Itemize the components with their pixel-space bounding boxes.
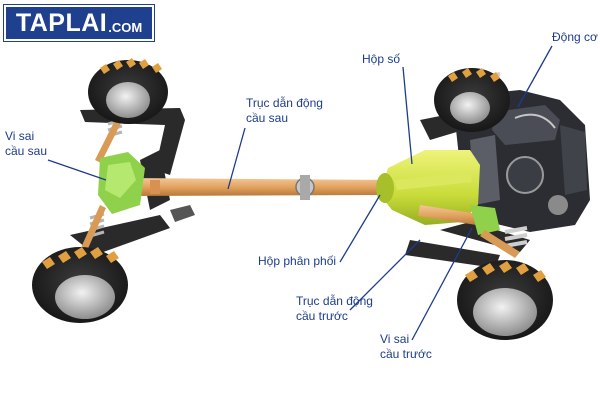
label-rear-differential: Vi sai cầu sau — [5, 129, 47, 159]
rear-left-wheel — [88, 58, 168, 124]
leader-gearbox — [402, 66, 413, 165]
rear-differential — [98, 152, 145, 214]
logo-suffix: .COM — [108, 20, 143, 35]
label-front-differential-line2: cầu trước — [380, 347, 432, 361]
leader-rear-differential — [47, 159, 107, 181]
label-front-driveshaft-line1: Trục dẫn động — [296, 294, 373, 308]
leader-lines — [47, 45, 553, 341]
front-right-wheel — [457, 260, 553, 340]
label-transfer-case: Hộp phân phối — [258, 254, 337, 268]
label-front-differential-line1: Vi sai — [380, 332, 410, 346]
site-logo[interactable]: TAPLAI .COM — [4, 5, 154, 41]
rear-driveshaft — [120, 175, 392, 200]
label-rear-driveshaft-line2: cầu sau — [246, 111, 289, 125]
leader-rear-driveshaft — [227, 127, 246, 190]
leader-transfer-case — [339, 194, 381, 263]
rear-right-wheel — [32, 247, 128, 323]
label-rear-differential-line2: cầu sau — [5, 144, 48, 158]
label-rear-differential-line1: Vi sai — [5, 129, 35, 143]
front-left-wheel — [434, 68, 510, 132]
front-driveshaft — [418, 205, 520, 258]
chassis-frame — [70, 108, 530, 268]
label-front-differential: Vi sai cầu trước — [380, 332, 432, 362]
leader-engine — [517, 45, 553, 108]
leader-front-differential — [411, 227, 473, 341]
label-engine: Động cơ — [552, 30, 598, 44]
leader-front-driveshaft — [349, 239, 421, 311]
gearbox — [376, 150, 480, 225]
label-rear-driveshaft: Trục dẫn động cầu sau — [246, 96, 323, 126]
logo-text: TAPLAI — [15, 8, 108, 37]
label-front-driveshaft-line2: cầu trước — [296, 309, 348, 323]
label-rear-driveshaft-line1: Trục dẫn động — [246, 96, 323, 110]
label-front-driveshaft: Trục dẫn động cầu trước — [296, 294, 373, 324]
label-gearbox: Hộp số — [362, 52, 401, 66]
